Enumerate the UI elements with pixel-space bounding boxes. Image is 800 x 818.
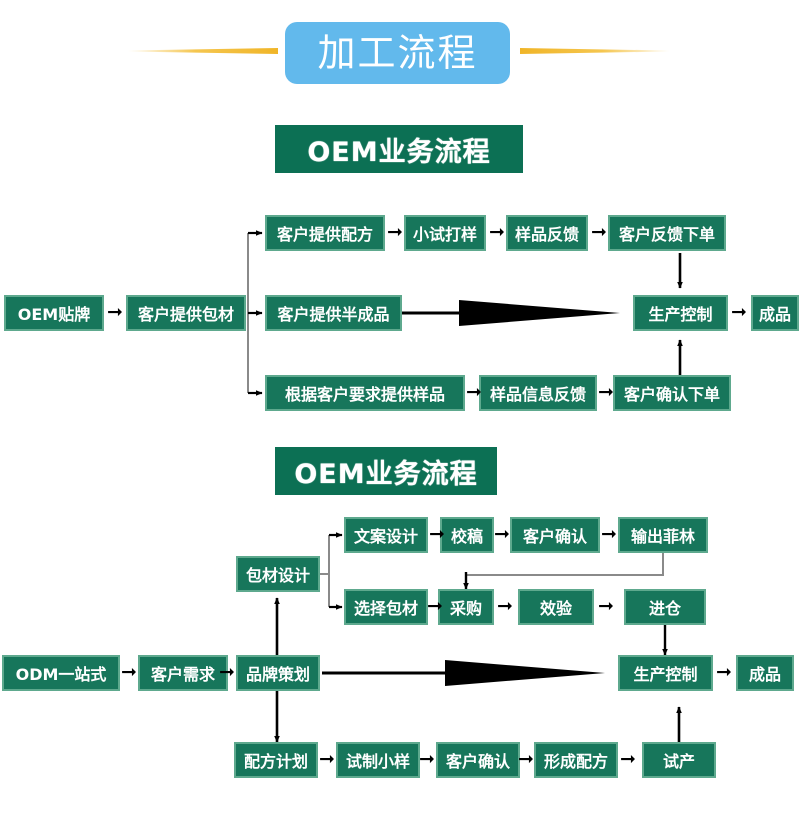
node-label: OEM贴牌 bbox=[17, 305, 91, 324]
node-label: 效验 bbox=[539, 599, 572, 618]
section-banner-label: OEM业务流程 bbox=[294, 458, 478, 490]
arrow-icon: ➞ bbox=[497, 595, 513, 617]
node-trial-sample[interactable]: 试制小样 bbox=[336, 742, 420, 778]
node-proofreading[interactable]: 校稿 bbox=[440, 517, 494, 553]
node-trial-production[interactable]: 试产 bbox=[642, 742, 716, 778]
node-customer-semifinished[interactable]: 客户提供半成品 bbox=[265, 295, 402, 331]
node-label: 客户反馈下单 bbox=[618, 225, 715, 244]
arrow-icon: ➞ bbox=[466, 381, 482, 403]
node-label: 样品反馈 bbox=[514, 225, 579, 244]
node-customer-packaging[interactable]: 客户提供包材 bbox=[126, 295, 246, 331]
node-customer-feedback-order[interactable]: 客户反馈下单 bbox=[608, 215, 726, 251]
node-purchase[interactable]: 采购 bbox=[438, 589, 494, 625]
node-production-control-2[interactable]: 生产控制 bbox=[618, 655, 713, 691]
node-label: 配方计划 bbox=[243, 752, 308, 771]
node-label: 小试打样 bbox=[412, 225, 477, 244]
header-accent-line-left bbox=[128, 48, 278, 54]
node-label: 客户确认下单 bbox=[623, 385, 720, 404]
section-banner-label: OEM业务流程 bbox=[307, 136, 491, 168]
node-oem-start[interactable]: OEM贴牌 bbox=[4, 295, 104, 331]
node-finished-product-1[interactable]: 成品 bbox=[751, 295, 799, 331]
node-label: ODM一站式 bbox=[15, 665, 107, 684]
node-label: 采购 bbox=[449, 599, 482, 618]
node-form-formula[interactable]: 形成配方 bbox=[534, 742, 618, 778]
arrow-icon: ➞ bbox=[598, 381, 614, 403]
node-label: 进仓 bbox=[648, 599, 681, 618]
node-sample-per-request[interactable]: 根据客户要求提供样品 bbox=[265, 375, 465, 411]
arrow-icon: ➞ bbox=[219, 661, 235, 683]
arrow-icon: ➞ bbox=[620, 748, 636, 770]
node-label: 根据客户要求提供样品 bbox=[284, 385, 445, 404]
node-label: 校稿 bbox=[450, 527, 483, 546]
node-customer-confirm-top[interactable]: 客户确认 bbox=[510, 517, 600, 553]
node-label: 客户确认 bbox=[522, 527, 587, 546]
node-label: 试制小样 bbox=[345, 752, 410, 771]
node-sample-feedback[interactable]: 样品反馈 bbox=[506, 215, 588, 251]
node-formula-plan[interactable]: 配方计划 bbox=[234, 742, 318, 778]
node-select-packaging[interactable]: 选择包材 bbox=[344, 589, 428, 625]
arrow-icon: ➞ bbox=[319, 748, 335, 770]
node-label: 品牌策划 bbox=[245, 665, 310, 684]
node-pilot-sample[interactable]: 小试打样 bbox=[404, 215, 486, 251]
arrow-icon: ➞ bbox=[518, 748, 534, 770]
arrow-icon: ➞ bbox=[427, 595, 443, 617]
section-banner-oem-2: OEM业务流程 bbox=[275, 447, 497, 495]
node-odm-start[interactable]: ODM一站式 bbox=[2, 655, 120, 691]
header-accent-line-right bbox=[520, 48, 670, 54]
node-label: 生产控制 bbox=[648, 305, 713, 324]
arrow-icon: ➞ bbox=[387, 221, 403, 243]
node-customer-confirm-bottom[interactable]: 客户确认 bbox=[436, 742, 520, 778]
section-banner-oem-1: OEM业务流程 bbox=[275, 125, 523, 173]
page-header: 加工流程 bbox=[0, 0, 800, 110]
arrow-icon: ➞ bbox=[716, 661, 732, 683]
node-label: 文案设计 bbox=[353, 527, 418, 546]
node-copy-design[interactable]: 文案设计 bbox=[344, 517, 428, 553]
node-label: 客户提供配方 bbox=[276, 225, 373, 244]
node-production-control-1[interactable]: 生产控制 bbox=[633, 295, 728, 331]
node-packaging-design[interactable]: 包材设计 bbox=[236, 556, 320, 592]
node-label: 样品信息反馈 bbox=[489, 385, 586, 404]
node-customer-formula[interactable]: 客户提供配方 bbox=[265, 215, 385, 251]
arrow-icon: ➞ bbox=[419, 748, 435, 770]
node-label: 成品 bbox=[758, 305, 791, 324]
node-finished-product-2[interactable]: 成品 bbox=[736, 655, 794, 691]
arrow-icon: ➞ bbox=[429, 523, 445, 545]
node-brand-planning[interactable]: 品牌策划 bbox=[236, 655, 320, 691]
node-sample-info-feedback[interactable]: 样品信息反馈 bbox=[479, 375, 597, 411]
arrow-icon: ➞ bbox=[107, 301, 123, 323]
node-label: 客户提供包材 bbox=[137, 305, 234, 324]
node-inspection[interactable]: 效验 bbox=[518, 589, 594, 625]
node-warehouse[interactable]: 进仓 bbox=[624, 589, 706, 625]
node-customer-confirm-order[interactable]: 客户确认下单 bbox=[613, 375, 731, 411]
node-output-film[interactable]: 输出菲林 bbox=[618, 517, 708, 553]
node-label: 生产控制 bbox=[633, 665, 698, 684]
node-label: 成品 bbox=[748, 665, 781, 684]
arrow-icon: ➞ bbox=[601, 523, 617, 545]
node-label: 选择包材 bbox=[353, 599, 418, 618]
arrow-icon: ➞ bbox=[598, 595, 614, 617]
arrow-icon: ➞ bbox=[731, 301, 747, 323]
arrow-icon: ➞ bbox=[591, 221, 607, 243]
arrow-icon: ➞ bbox=[121, 661, 137, 683]
node-label: 试产 bbox=[662, 752, 695, 771]
arrow-icon: ➞ bbox=[494, 523, 510, 545]
node-label: 客户确认 bbox=[445, 752, 510, 771]
node-label: 客户需求 bbox=[150, 665, 215, 684]
node-customer-demand[interactable]: 客户需求 bbox=[138, 655, 228, 691]
node-label: 形成配方 bbox=[543, 752, 608, 771]
node-label: 输出菲林 bbox=[630, 527, 695, 546]
page-title: 加工流程 bbox=[317, 31, 478, 75]
node-label: 客户提供半成品 bbox=[277, 305, 390, 324]
page-title-pill: 加工流程 bbox=[285, 22, 510, 84]
node-label: 包材设计 bbox=[245, 566, 310, 585]
arrow-icon: ➞ bbox=[489, 221, 505, 243]
